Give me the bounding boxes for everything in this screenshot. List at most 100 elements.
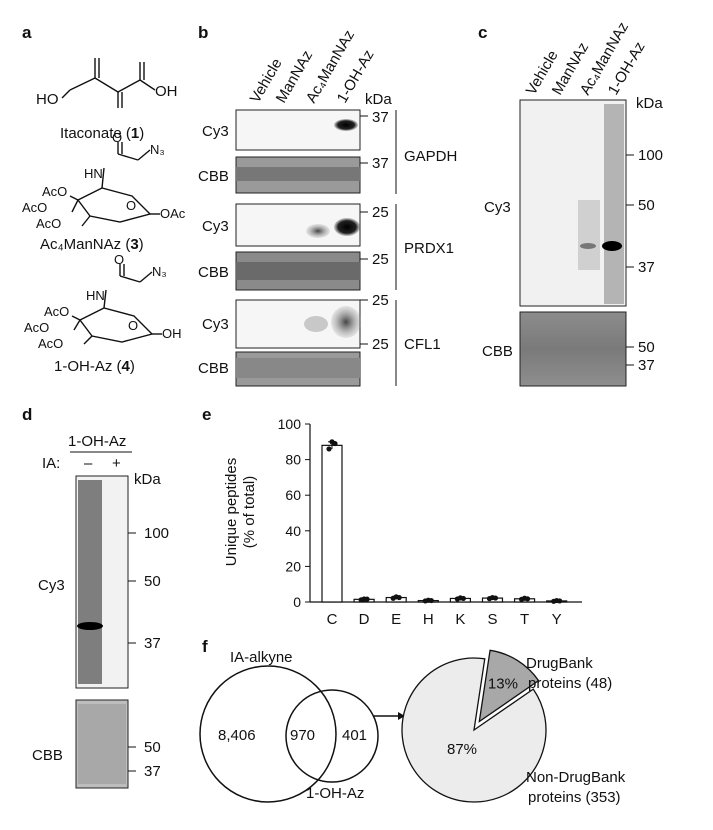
panel-d-cy3-label: Cy3 [38, 577, 65, 594]
panel-d-kda: kDa [134, 471, 161, 488]
panel-c-cbb-label: CBB [482, 343, 513, 360]
chart-ytick-label: 40 [285, 523, 301, 539]
chart-point [364, 596, 370, 602]
panel-c-marker-50: 50 [638, 197, 655, 214]
chart-point [332, 440, 338, 447]
ac4mannaz-aco-2: AcO [22, 200, 47, 215]
pie-label-nondrugbank-pct: 87% [447, 741, 477, 758]
chart-ytick-label: 20 [285, 558, 301, 574]
oh-az-aco-3: AcO [38, 336, 63, 351]
prdx1-cbb-marker: 25 [372, 251, 389, 268]
ac4mannaz-aco-3: AcO [36, 216, 61, 231]
panel-d-marker-37: 37 [144, 635, 161, 652]
oh-az-name: 1-OH-Az (4) [54, 358, 135, 375]
cfl1-cy3-band-ac4 [304, 316, 328, 332]
ac4mannaz-oac: OAc [160, 206, 186, 221]
gapdh-cy3-blot [235, 109, 361, 151]
prdx1-cy3-label: Cy3 [202, 218, 229, 235]
panel-d-cy3-band [77, 622, 103, 630]
oh-az-aco-1: AcO [44, 304, 69, 319]
chart-point [396, 594, 402, 601]
oh-az-oh: OH [162, 326, 182, 341]
panel-d-marker-50: 50 [144, 573, 161, 590]
venn-right-label: 1-OH-Az [306, 785, 364, 802]
gapdh-cy3-label: Cy3 [202, 123, 229, 140]
panel-c-cy3-ohaz-lane [604, 104, 624, 304]
venn-overlap: 970 [290, 727, 315, 744]
cfl1-cy3-marker: 25 [372, 292, 389, 309]
pie-drugbank-line1: DrugBank [526, 655, 593, 672]
ac4mannaz-n3: N₃ [150, 142, 165, 157]
panel-d-probe: 1-OH-Az [68, 433, 126, 450]
prdx1-label: PRDX1 [404, 240, 454, 257]
venn-left-label: IA-alkyne [230, 649, 293, 666]
chart-point [460, 595, 466, 602]
panel-c-kda: kDa [636, 95, 663, 112]
panel-e-label: e [202, 405, 211, 424]
itaconate-structure [61, 58, 156, 108]
cfl1-cbb-band [236, 358, 360, 378]
chart-ytick-label: 80 [285, 452, 301, 468]
panel-d-cbb-marker-50: 50 [144, 739, 161, 756]
panel-a-label: a [22, 23, 32, 42]
prdx1-cy3-band-ac4 [306, 224, 330, 238]
pie-drugbank-line2: proteins (48) [528, 675, 612, 692]
drugbank-pie: 13% 87% [401, 649, 547, 803]
chart-ytick-label: 0 [293, 594, 301, 610]
chart-xtick-label: K [455, 611, 465, 628]
oh-az-aco-2: AcO [24, 320, 49, 335]
panel-d-marker-100: 100 [144, 525, 169, 542]
panel-c-label: c [478, 23, 487, 42]
panel-d-cy3-minus-lane [78, 480, 102, 684]
prdx1-cy3-marker: 25 [372, 204, 389, 221]
gapdh-cbb-marker: 37 [372, 155, 389, 172]
oh-az-hn: HN [86, 288, 105, 303]
cfl1-cy3-band-ohaz [331, 306, 361, 338]
gapdh-cbb-label: CBB [198, 168, 229, 185]
chart-xtick-label: H [423, 611, 434, 628]
panel-c-cy3-ac4-band [580, 243, 596, 249]
pie-nondrugbank-line1: Non-DrugBank [526, 769, 626, 786]
chart-xtick-label: D [359, 611, 370, 628]
venn-left-only: 8,406 [218, 727, 256, 744]
oh-az-structure [71, 264, 162, 345]
chart-point [524, 596, 531, 602]
venn-right-only: 401 [342, 727, 367, 744]
panel-c-cbb-marker-50: 50 [638, 339, 655, 356]
prdx1-cbb-band [236, 262, 360, 280]
panel-d-cbb-label: CBB [32, 747, 63, 764]
panel-c-cy3-label: Cy3 [484, 199, 511, 216]
chart-xtick-label: T [520, 611, 529, 628]
pie-label-drugbank-pct: 13% [488, 676, 518, 693]
pie-nondrugbank-line2: proteins (353) [528, 789, 621, 806]
panel-d-ia-minus: – [84, 455, 93, 472]
chart-xtick-label: C [327, 611, 338, 628]
venn-to-pie-arrowhead [398, 712, 405, 720]
chart-point [428, 597, 434, 604]
ac4mannaz-ring-o: O [126, 198, 136, 213]
chart-ylabel-line2: (% of total) [241, 476, 258, 549]
prdx1-cy3-band-ohaz [334, 218, 360, 236]
ac4mannaz-name: Ac₄ManNAz (3) [40, 236, 144, 253]
itaconate-ho: HO [36, 91, 59, 108]
itaconate-oh: OH [155, 83, 178, 100]
panel-c-marker-100: 100 [638, 147, 663, 164]
gapdh-cbb-band [236, 167, 360, 181]
pie-slice-drugbank [478, 649, 540, 723]
chart-ylabel-line1: Unique peptides [223, 458, 240, 566]
panel-c-cy3-ac4-lane [578, 200, 600, 270]
panel-d-ia-plus: + [112, 455, 121, 472]
panel-b-label: b [198, 23, 208, 42]
venn-right-circle [285, 689, 379, 783]
ac4mannaz-structure [69, 142, 160, 227]
chart-ytick-label: 60 [285, 487, 301, 503]
panel-d-cbb-marker-37: 37 [144, 763, 161, 780]
ac4mannaz-aco-1: AcO [42, 184, 67, 199]
gapdh-label: GAPDH [404, 148, 457, 165]
cfl1-cbb-marker: 25 [372, 336, 389, 353]
chart-point [557, 598, 563, 604]
chart-xtick-label: S [487, 611, 497, 628]
panel-c-cy3-strong-band [602, 241, 622, 251]
venn-left-circle [199, 665, 337, 803]
